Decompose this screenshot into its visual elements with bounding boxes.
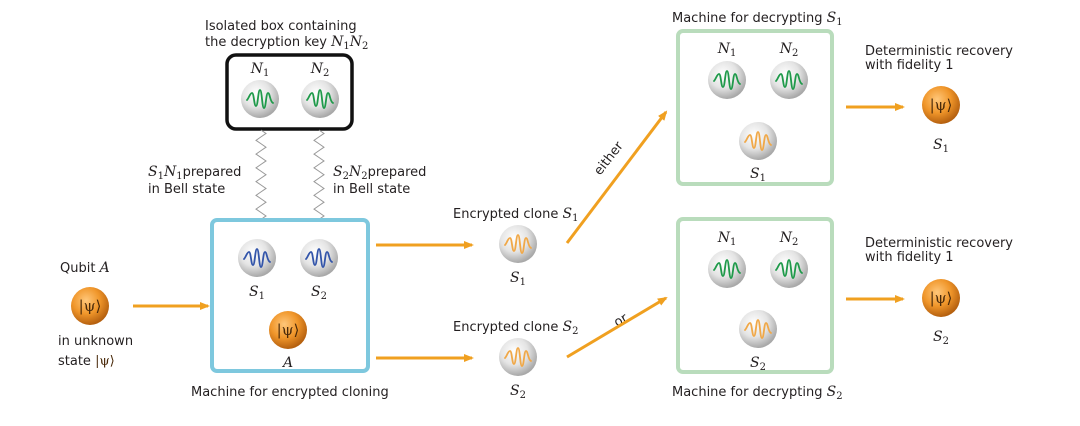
decrypt-1-key-n2 <box>770 61 808 99</box>
decrypt-2-n2-label: N2 <box>779 230 799 248</box>
qubit-sphere <box>708 61 746 99</box>
qubit-sphere <box>739 310 777 348</box>
recovery-2-line2: with fidelity 1 <box>865 250 954 265</box>
decrypt-1-clone <box>739 122 777 160</box>
recovery-1-line2: with fidelity 1 <box>865 58 954 73</box>
bell-label-2-line2: in Bell state <box>333 182 410 197</box>
cloner-qubit-s1 <box>238 239 276 277</box>
clone-2-title: Encrypted clone S2 <box>453 319 578 337</box>
decrypt-1-clone-label: S1 <box>750 166 766 184</box>
clone-1-title: Encrypted clone S1 <box>453 206 578 224</box>
state-sphere <box>269 311 307 349</box>
input-qubit-caption-line2: state |ψ⟩ <box>58 354 115 369</box>
qubit-sphere <box>301 80 339 118</box>
key-qubit-n2 <box>301 80 339 118</box>
key-box-title-line2: the decryption key N1N2 <box>205 34 368 52</box>
input-qubit-caption-line1: in unknown <box>58 334 133 349</box>
input-qubit-title: Qubit A <box>60 260 110 276</box>
decrypt-2-n1-label: N1 <box>717 230 737 248</box>
qubit-sphere <box>238 239 276 277</box>
state-sphere <box>922 86 960 124</box>
cloning-machine-caption: Machine for encrypted cloning <box>191 385 389 400</box>
recovery-2-label: S2 <box>933 329 949 347</box>
state-sphere <box>71 287 109 325</box>
cloner-qubit-s2 <box>300 239 338 277</box>
ket-psi: |ψ⟩ <box>79 297 102 315</box>
bell-label-1-line2: in Bell state <box>148 182 225 197</box>
bell-label-1-line1: S1N1prepared <box>148 164 241 182</box>
recovery-2-line1: Deterministic recovery <box>865 236 1013 251</box>
recovered-state-s2: |ψ⟩ <box>922 279 960 317</box>
qubit-sphere <box>770 61 808 99</box>
qubit-sphere <box>300 239 338 277</box>
decrypt-2-key-n1 <box>708 250 746 288</box>
cloner-s2-label: S2 <box>311 284 327 302</box>
recovered-state-s1: |ψ⟩ <box>922 86 960 124</box>
bell-label-2-line1: S2N2prepared <box>333 164 426 182</box>
ket-psi: |ψ⟩ <box>277 321 300 339</box>
recovery-1-line1: Deterministic recovery <box>865 44 1013 59</box>
state-sphere <box>922 279 960 317</box>
key-qubit-n1 <box>241 80 279 118</box>
arrow-clone-1-to-decrypt-1 <box>565 110 668 244</box>
decrypt-machine-1-box <box>676 29 834 186</box>
cloner-s1-label: S1 <box>249 284 265 302</box>
encrypted-clone-s1 <box>499 225 537 263</box>
qubit-sphere <box>499 338 537 376</box>
decrypt-1-n1-label: N1 <box>717 41 737 59</box>
qubit-sphere <box>770 250 808 288</box>
clone-2-label: S2 <box>510 383 526 401</box>
qubit-sphere <box>241 80 279 118</box>
qubit-sphere <box>739 122 777 160</box>
input-qubit-a: |ψ⟩ <box>71 287 109 325</box>
cloner-input-a: |ψ⟩ <box>269 311 307 349</box>
decrypt-2-clone <box>739 310 777 348</box>
clone-1-label: S1 <box>510 270 526 288</box>
qubit-sphere <box>499 225 537 263</box>
ket-psi: |ψ⟩ <box>930 289 953 307</box>
decrypt-machine-1-caption: Machine for decrypting S1 <box>672 10 843 28</box>
decrypt-1-key-n1 <box>708 61 746 99</box>
key-n1-label: N1 <box>250 61 270 79</box>
ket-psi: |ψ⟩ <box>930 96 953 114</box>
encrypted-clone-s2 <box>499 338 537 376</box>
recovery-1-label: S1 <box>933 137 949 155</box>
key-box-title-line1: Isolated box containing <box>205 19 357 34</box>
decrypt-machine-2-caption: Machine for decrypting S2 <box>672 384 843 402</box>
decrypt-2-clone-label: S2 <box>750 355 766 373</box>
arrow-clone-2-to-decrypt-2 <box>566 296 668 359</box>
decrypt-1-n2-label: N2 <box>779 41 799 59</box>
cloner-a-label: A <box>281 355 293 371</box>
decrypt-machine-2-box <box>676 217 834 374</box>
key-n2-label: N2 <box>310 61 330 79</box>
qubit-sphere <box>708 250 746 288</box>
decrypt-2-key-n2 <box>770 250 808 288</box>
